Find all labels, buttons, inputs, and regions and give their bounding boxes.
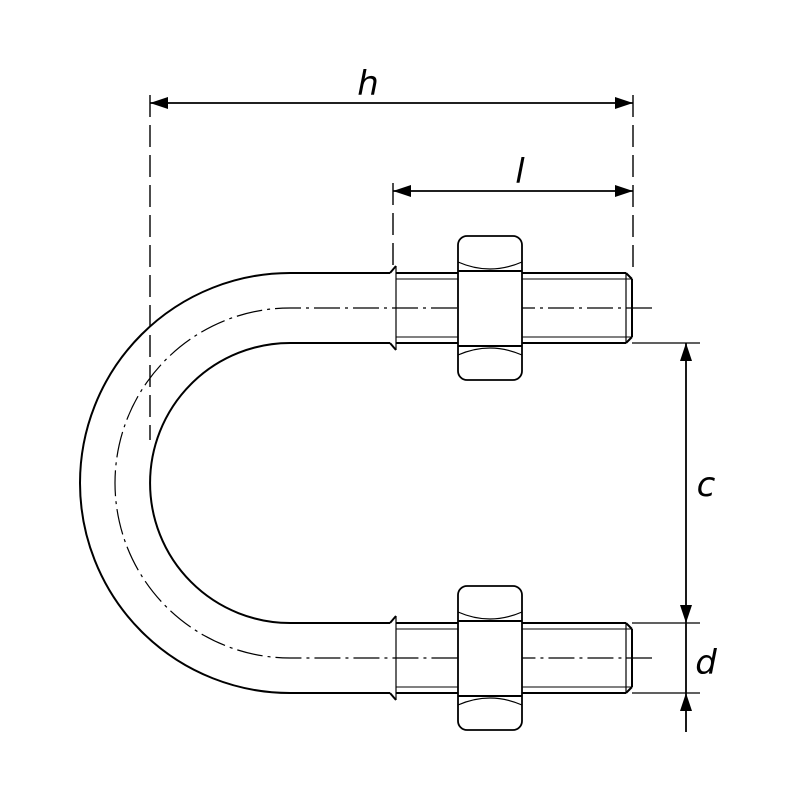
extension-lines (149, 95, 634, 440)
bolt-centerline (114, 307, 652, 659)
dimension-label-l: l (515, 152, 525, 192)
dimension-h: h (150, 64, 633, 109)
dimension-label-d: d (695, 643, 717, 683)
dimension-label-c: c (697, 465, 716, 505)
dimension-l: l (393, 152, 633, 197)
u-bolt-body (79, 272, 652, 694)
dimension-c: c (680, 343, 716, 623)
bottom-hex-nut (457, 585, 523, 731)
top-hex-nut (457, 235, 523, 381)
dimension-label-h: h (357, 64, 379, 104)
dimension-d: d (680, 623, 717, 732)
right-extension-lines (632, 342, 700, 694)
